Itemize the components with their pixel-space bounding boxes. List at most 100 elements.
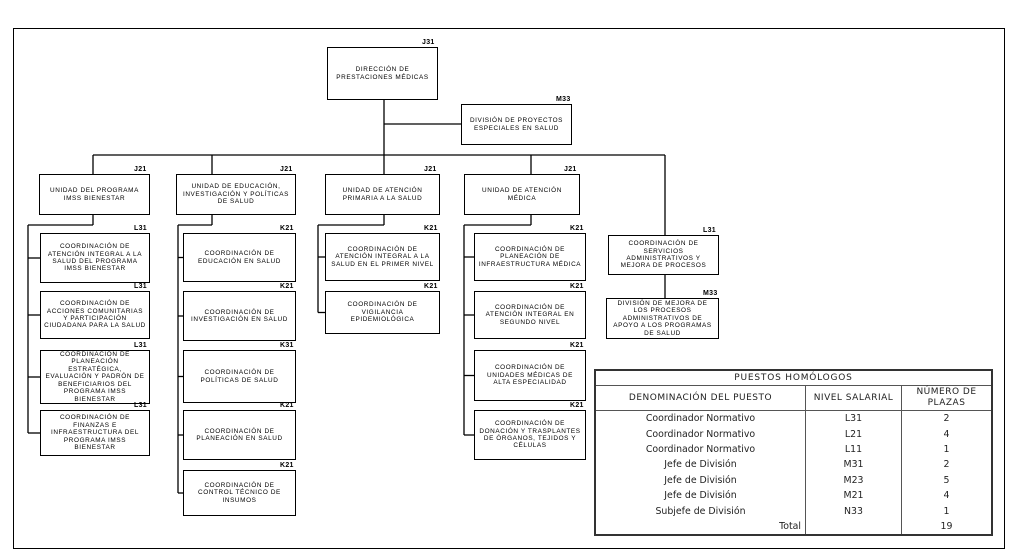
position-label: Coordinación de Control Técnico de Insum… — [198, 481, 281, 504]
cell-plazas: 1 — [901, 441, 993, 458]
salary-level-code: J31 — [422, 39, 435, 46]
header-nivel: NIVEL SALARIAL — [805, 385, 902, 411]
box-unidad: Unidad del Programa IMSS Bienestar — [39, 174, 150, 215]
box-coordinacion: Coordinación de Investigación en Salud — [183, 291, 296, 341]
cell-denominacion: Jefe de División — [594, 472, 806, 488]
position-label: Coordinación de Políticas de Salud — [200, 369, 279, 384]
puestos-homologos-table: PUESTOS HOMÓLOGOS DENOMINACIÓN DEL PUEST… — [594, 369, 993, 537]
position-label: Unidad de Educación, Investigación y Pol… — [182, 183, 290, 206]
box-coordinacion-servicios: Coordinación de Servicios Administrativo… — [608, 235, 719, 275]
cell-nivel: L31 — [805, 410, 902, 427]
salary-level-code: J21 — [280, 166, 293, 173]
cell-nivel: L11 — [805, 441, 902, 458]
cell-denominacion: Jefe de División — [594, 457, 806, 473]
salary-level-code: K21 — [570, 402, 584, 409]
position-label: Coordinación de Educación en Salud — [198, 250, 281, 265]
box-coordinacion: Coordinación de Acciones Comunitarias y … — [40, 291, 150, 339]
salary-level-code: K21 — [570, 283, 584, 290]
salary-level-code: L31 — [134, 225, 147, 232]
position-label: Coordinación de Vigilancia Epidemiológic… — [347, 301, 418, 324]
salary-level-code: K21 — [570, 342, 584, 349]
box-coordinacion: Coordinación de Planeación Estratégica, … — [40, 350, 150, 404]
box-division-proyectos: División de Proyectos Especiales en Salu… — [461, 104, 572, 145]
cell-nivel: N33 — [805, 503, 902, 519]
box-coordinacion: Coordinación de Educación en Salud — [183, 233, 296, 282]
position-label: Coordinación de Finanzas e Infraestructu… — [50, 414, 140, 452]
cell-plazas: 1 — [901, 503, 993, 519]
position-label: Coordinación de Investigación en Salud — [190, 308, 288, 323]
cell-denominacion: Jefe de División — [594, 487, 806, 504]
salary-level-code: K21 — [570, 225, 584, 232]
salary-level-code: M33 — [556, 96, 571, 103]
position-label: Coordinación de Servicios Administrativo… — [620, 240, 707, 270]
position-label: Coordinación de Acciones Comunitarias y … — [44, 300, 146, 330]
salary-level-code: M33 — [703, 290, 718, 297]
position-label: Coordinación de Atención Integral a la S… — [331, 245, 434, 268]
total-nivel-empty — [805, 518, 902, 536]
salary-level-code: L31 — [134, 402, 147, 409]
cell-nivel: M23 — [805, 472, 902, 488]
chart-frame — [13, 28, 1005, 549]
cell-denominacion: Coordinador Normativo — [594, 410, 806, 427]
box-unidad: Unidad de Atención Primaria a la Salud — [325, 174, 440, 215]
box-coordinacion: Coordinación de Planeación de Infraestru… — [474, 233, 586, 281]
salary-level-code: K21 — [280, 462, 294, 469]
position-label: Unidad del Programa IMSS Bienestar — [50, 187, 139, 202]
cell-nivel: M31 — [805, 457, 902, 473]
box-coordinacion: Coordinación de Políticas de Salud — [183, 350, 296, 403]
salary-level-code: K21 — [424, 225, 438, 232]
cell-plazas: 5 — [901, 472, 993, 488]
total-row: Total 19 — [594, 518, 993, 536]
box-coordinacion: Coordinación de Finanzas e Infraestructu… — [40, 410, 150, 456]
cell-plazas: 2 — [901, 457, 993, 473]
box-coordinacion: Coordinación de Unidades Médicas de Alta… — [474, 350, 586, 401]
box-coordinacion: Coordinación de Donación y Trasplantes d… — [474, 410, 586, 460]
salary-level-code: L31 — [703, 227, 716, 234]
box-unidad: Unidad de Educación, Investigación y Pol… — [176, 174, 296, 215]
position-label: Coordinación de Planeación en Salud — [196, 427, 283, 442]
header-denominacion: DENOMINACIÓN DEL PUESTO — [594, 385, 806, 411]
box-coordinacion: Coordinación de Atención Integral a la S… — [40, 233, 150, 283]
salary-level-code: K21 — [280, 225, 294, 232]
cell-nivel: M21 — [805, 487, 902, 504]
box-coordinacion: Coordinación de Atención Integral en Seg… — [474, 291, 586, 339]
cell-plazas: 2 — [901, 410, 993, 427]
total-value: 19 — [901, 518, 993, 536]
box-coordinacion: Coordinación de Planeación en Salud — [183, 410, 296, 460]
box-coordinacion: Coordinación de Atención Integral a la S… — [325, 233, 440, 281]
position-label: Unidad de Atención Primaria a la Salud — [342, 187, 423, 202]
cell-denominacion: Coordinador Normativo — [594, 426, 806, 442]
position-label: Coordinación de Donación y Trasplantes d… — [479, 420, 581, 450]
box-division-mejora: División de Mejora de los Procesos Admin… — [606, 298, 719, 339]
salary-level-code: L31 — [134, 342, 147, 349]
cell-denominacion: Subjefe de División — [594, 503, 806, 519]
salary-level-code: K21 — [280, 283, 294, 290]
position-label: Coordinación de Planeación de Infraestru… — [478, 245, 582, 268]
position-label: Coordinación de Atención Integral en Seg… — [485, 303, 575, 326]
cell-denominacion: Coordinador Normativo — [594, 441, 806, 458]
position-label: División de Proyectos Especiales en Salu… — [469, 117, 564, 132]
box-coordinacion: Coordinación de Vigilancia Epidemiológic… — [325, 291, 440, 334]
salary-level-code: K31 — [280, 342, 294, 349]
cell-plazas: 4 — [901, 487, 993, 504]
box-coordinacion: Coordinación de Control Técnico de Insum… — [183, 470, 296, 516]
cell-plazas: 4 — [901, 426, 993, 442]
salary-level-code: K21 — [280, 402, 294, 409]
position-label: División de Mejora de los Procesos Admin… — [613, 299, 712, 337]
cell-nivel: L21 — [805, 426, 902, 442]
total-label: Total — [594, 518, 806, 536]
salary-level-code: J21 — [424, 166, 437, 173]
position-label: Coordinación de Atención Integral a la S… — [47, 243, 143, 273]
salary-level-code: K21 — [424, 283, 438, 290]
table-title: PUESTOS HOMÓLOGOS — [594, 369, 993, 386]
position-label: Dirección de Prestaciones Médicas — [336, 66, 429, 81]
position-label: Unidad de Atención Médica — [482, 187, 562, 202]
position-label: Coordinación de Planeación Estratégica, … — [45, 351, 145, 403]
